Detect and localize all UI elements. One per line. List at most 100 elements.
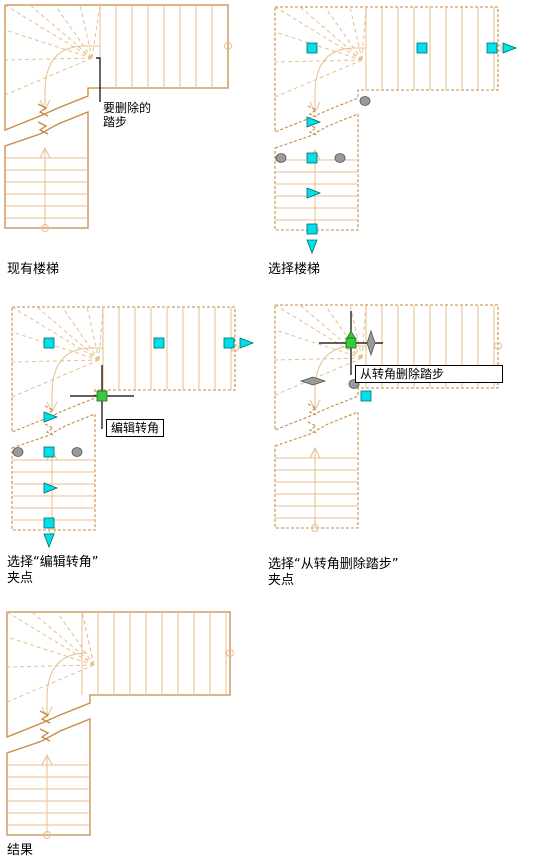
endpoint-circle <box>41 224 49 232</box>
winder-ray <box>349 304 363 359</box>
grip-square <box>223 337 235 349</box>
grip-hexagon <box>275 153 287 163</box>
winder-ray <box>274 59 363 63</box>
tooltip-remove-step-from-landing: 从转角删除踏步 <box>355 365 503 383</box>
winder-ray <box>349 6 363 61</box>
winder-ray <box>29 4 93 59</box>
caption-existing-stair: 现有楼梯 <box>7 262 60 277</box>
winder-ray <box>56 611 95 666</box>
walkline <box>39 146 51 159</box>
remove-step-grip <box>345 337 357 349</box>
break-mark <box>37 121 49 135</box>
grip-square <box>306 223 318 235</box>
winder-ray <box>11 331 100 361</box>
endpoint-circle <box>494 342 502 350</box>
grip-triangle <box>239 337 255 349</box>
walkline <box>309 446 321 459</box>
winder-ray <box>6 664 95 703</box>
grip-triangle <box>306 116 322 128</box>
walkline <box>309 399 321 412</box>
grip-triangle <box>43 533 55 549</box>
stair-outline <box>4 4 229 229</box>
winder-ray <box>299 304 363 359</box>
grip-square <box>486 42 498 54</box>
break-mark <box>39 728 51 742</box>
winder-ray <box>6 636 95 666</box>
grip-diamond-h <box>299 376 327 386</box>
winder-ray <box>6 611 95 666</box>
walkline <box>39 99 51 112</box>
grip-triangle <box>306 239 318 255</box>
stair-outline <box>11 306 236 531</box>
grip-square <box>153 337 165 349</box>
winder-ray <box>91 4 101 59</box>
caption-select-stair: 选择楼梯 <box>268 262 321 277</box>
walkline <box>41 753 53 766</box>
break-mark <box>307 421 319 435</box>
winder-ray <box>274 357 363 361</box>
winder-ray <box>274 31 363 61</box>
winder-ray <box>274 6 363 61</box>
winder-ray <box>4 57 93 96</box>
winder-ray <box>11 359 100 398</box>
walkline-arc <box>51 347 103 395</box>
winder-ray <box>31 611 95 666</box>
annotation-steps-to-remove: 要删除的 踏步 <box>103 101 152 129</box>
winder-ray <box>61 306 100 361</box>
grip-triangle <box>306 187 322 199</box>
break-mark <box>39 710 51 724</box>
edit-landing-grip <box>96 390 108 402</box>
winder-ray <box>81 611 95 666</box>
grip-square <box>306 152 318 164</box>
grip-square <box>360 390 372 402</box>
stair-outline <box>274 304 499 529</box>
walkline-arc <box>46 652 88 700</box>
grip-square <box>306 42 318 54</box>
endpoint-circle <box>43 831 51 839</box>
break-mark <box>307 105 319 119</box>
winder-ray <box>11 359 100 363</box>
grip-arrow-up <box>346 330 356 339</box>
stair-outline <box>6 611 231 836</box>
break-mark <box>44 423 56 437</box>
winder-ray <box>324 6 363 61</box>
grip-diamond-v <box>366 329 376 357</box>
winder-ray <box>98 306 104 361</box>
caption-remove-step-grip: 选择“从转角删除踏步” 夹点 <box>268 557 399 588</box>
winder-ray <box>79 4 93 59</box>
walkline <box>309 101 321 114</box>
grip-square <box>43 446 55 458</box>
winder-ray <box>36 306 100 361</box>
stair-drawing-result <box>6 611 234 839</box>
grip-square <box>43 337 55 349</box>
walkline <box>46 401 58 414</box>
leader-line <box>96 57 101 102</box>
winder-ray <box>54 4 93 59</box>
grip-square <box>43 517 55 529</box>
winder-ray <box>274 329 363 359</box>
break-mark <box>37 103 49 117</box>
winder-ray <box>361 6 367 61</box>
grip-triangle <box>43 482 59 494</box>
grip-triangle <box>502 42 518 54</box>
break-mark <box>307 403 319 417</box>
grip-hexagon <box>71 447 83 457</box>
grip-hexagon <box>12 447 24 457</box>
winder-ray <box>6 664 95 668</box>
walkline <box>41 706 53 719</box>
winder-ray <box>11 306 100 361</box>
winder-ray <box>324 304 363 359</box>
walkline-arc <box>314 47 366 95</box>
winder-ray <box>361 304 367 359</box>
winder-ray <box>274 59 363 98</box>
grip-hexagon <box>359 96 371 106</box>
endpoint-circle <box>224 42 232 50</box>
endpoint-circle <box>311 524 319 532</box>
winder-ray <box>4 57 93 61</box>
stair-drawing-edit-landing <box>11 306 255 549</box>
winder-ray <box>4 4 93 59</box>
grip-square <box>416 42 428 54</box>
stair-drawing-selected <box>274 6 518 255</box>
stair-outline <box>274 6 499 231</box>
caption-result: 结果 <box>7 843 34 858</box>
